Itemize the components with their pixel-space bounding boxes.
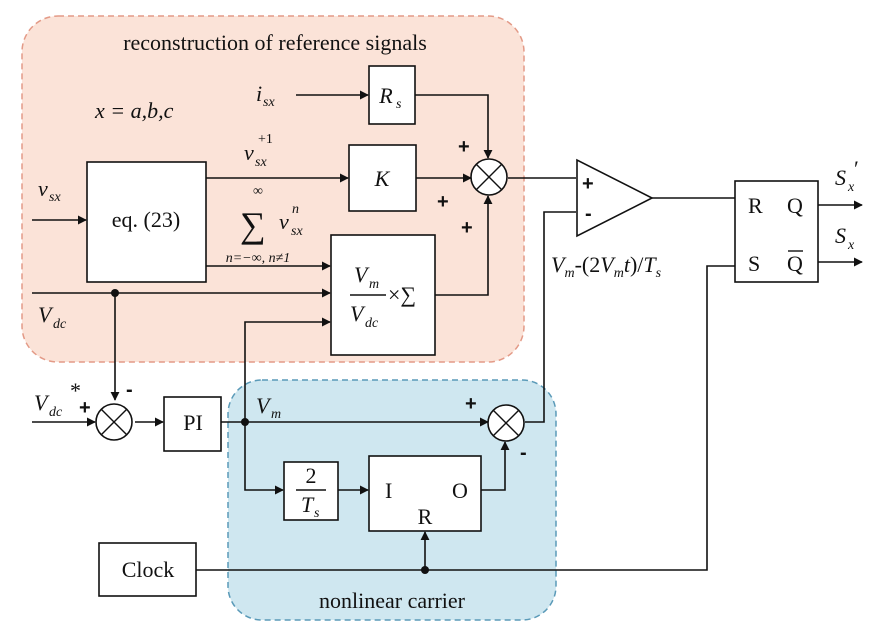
- gain-2-over-ts-block: [283, 461, 339, 521]
- harmonic-sum-term: v: [279, 209, 289, 234]
- isx-label-sub: sx: [263, 95, 275, 110]
- vdc-label: V: [38, 302, 54, 327]
- vsx-pos-seq-sub: sx: [255, 155, 267, 170]
- frac-times-sum: ×∑: [388, 282, 416, 307]
- latch-q-label: Q: [787, 193, 803, 218]
- latch-r-label: R: [748, 193, 763, 218]
- latch-qbar-label: Q: [787, 251, 803, 276]
- sum1-left-sign: +: [437, 191, 449, 213]
- sx-output-sub: x: [847, 238, 855, 253]
- harmonic-sum-sub: sx: [291, 224, 303, 239]
- eq23-block: [86, 161, 207, 283]
- sum1-bottom-sign: +: [461, 217, 473, 239]
- phase-note: x = a,b,c: [94, 98, 174, 123]
- wire-rs-sum1: [414, 94, 493, 159]
- frac-num-sub: m: [369, 277, 379, 292]
- rs-block: [368, 65, 416, 125]
- sum3-plus-sign: +: [465, 393, 477, 415]
- sum2-plus-sign: +: [79, 397, 91, 419]
- clock-block-label: Clock: [122, 557, 175, 582]
- summing-junction-reference: [470, 158, 508, 196]
- vsx-label-sub: sx: [49, 190, 61, 205]
- wire-vm-frac: [244, 317, 331, 422]
- carrier-expression: Vm-(2Vmt)/Ts: [551, 252, 662, 281]
- rs-block-label: R: [378, 83, 393, 108]
- wire-sum3-cmp: [525, 211, 576, 423]
- vdc-label-sub: dc: [53, 317, 67, 332]
- harmonic-sum-sup: n: [292, 202, 299, 217]
- vdc-ref-label: V: [34, 390, 50, 415]
- sum3-minus-sign: -: [520, 442, 527, 464]
- isx-label: i: [256, 81, 262, 106]
- pi-block-label: PI: [183, 410, 203, 435]
- sx-prime-output-mark: ′: [854, 156, 859, 181]
- cmp-minus-sign: -: [585, 203, 592, 225]
- vsx-pos-seq-sup: +1: [258, 132, 273, 147]
- gain-den-sub: s: [314, 506, 320, 521]
- sum2-minus-sign: -: [126, 379, 133, 401]
- latch-s-label: S: [748, 251, 760, 276]
- harmonic-sum-top: ∞: [253, 184, 263, 199]
- reference-region-title: reconstruction of reference signals: [123, 30, 427, 55]
- k-block: [348, 144, 417, 212]
- sx-output-label: S: [835, 223, 846, 248]
- frac-den-sub: dc: [365, 316, 379, 331]
- comparator-block: [576, 158, 654, 238]
- junction-clock: [421, 566, 429, 574]
- vm-label-sub: m: [271, 407, 281, 422]
- gain-den: T: [301, 492, 315, 517]
- junction-vm: [241, 418, 249, 426]
- vdc-ref-star: *: [70, 378, 81, 403]
- wire-vm-gain: [244, 422, 284, 495]
- sum1-top-sign: +: [458, 136, 470, 158]
- vsx-label: v: [38, 176, 48, 201]
- junction-vdc: [111, 289, 119, 297]
- wire-frac-sum1: [435, 195, 493, 296]
- vsx-pos-seq-label: v: [244, 140, 254, 165]
- carrier-region-title: nonlinear carrier: [319, 588, 466, 613]
- wire-int-sum3: [481, 441, 510, 491]
- gain-num: 2: [306, 463, 317, 488]
- wire-clock-latch: [196, 265, 735, 571]
- k-block-label: K: [374, 166, 391, 191]
- frac-den: V: [350, 301, 366, 326]
- integrator-in-label: I: [385, 478, 392, 503]
- integrator-out-label: O: [452, 478, 468, 503]
- sx-prime-output-label: S: [835, 165, 846, 190]
- clock-block: [98, 542, 197, 597]
- frac-num: V: [354, 262, 370, 287]
- rs-block-sub: s: [396, 97, 402, 112]
- sx-prime-output-sub: x: [847, 180, 855, 195]
- cmp-plus-sign: +: [582, 173, 594, 195]
- integrator-reset-label: R: [418, 504, 433, 529]
- summing-junction-dc-error: [95, 403, 133, 441]
- harmonic-sum-symbol: ∑: [240, 205, 266, 245]
- summing-junction-carrier: [487, 404, 525, 442]
- resettable-integrator-block: [368, 455, 482, 532]
- harmonic-sum-limits: n=−∞, n≠1: [226, 251, 291, 266]
- sr-latch-block: [734, 180, 819, 283]
- pi-controller-block: [163, 396, 222, 452]
- vm-label: V: [256, 393, 272, 418]
- vdc-ref-sub: dc: [49, 405, 63, 420]
- eq23-block-label: eq. (23): [112, 207, 180, 232]
